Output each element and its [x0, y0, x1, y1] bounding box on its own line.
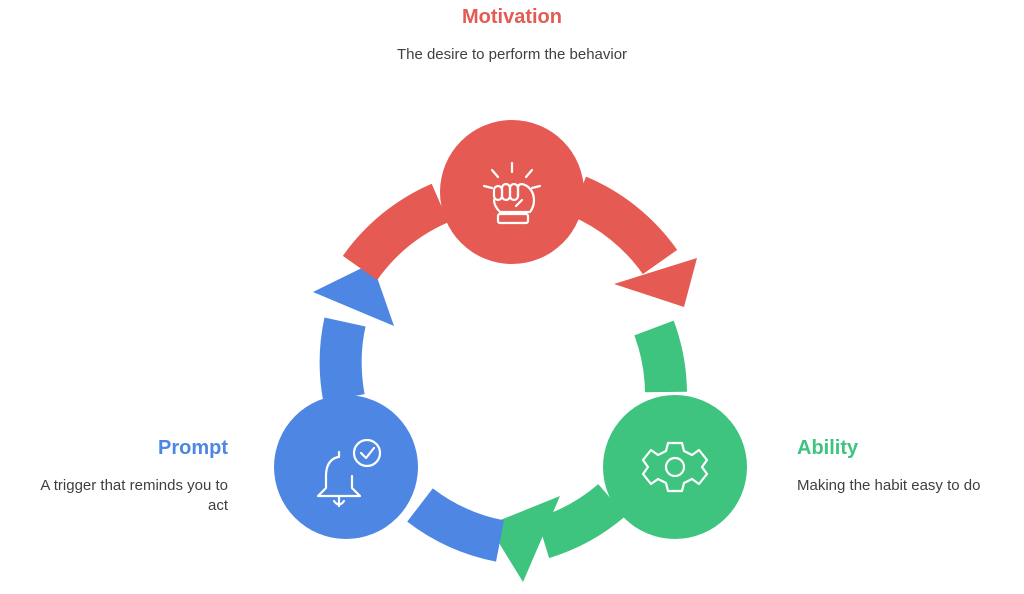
prompt-node: [274, 395, 418, 539]
gear-icon: [641, 441, 709, 493]
ability-title: Ability: [797, 437, 859, 459]
arrow-motivation-tail: [342, 183, 449, 281]
prompt-title: Prompt: [158, 437, 228, 459]
motivation-title: Motivation: [462, 6, 562, 28]
bell-check-icon: [316, 438, 382, 508]
arrow-ability-to-prompt: [488, 320, 687, 582]
raised-fist-icon: [482, 161, 542, 225]
prompt-description: A trigger that reminds you to act: [40, 477, 228, 514]
ability-description: Making the habit easy to do: [797, 477, 981, 494]
motivation-node: [440, 120, 584, 264]
arrow-prompt-to-motivation: [313, 263, 505, 562]
ability-node: [603, 395, 747, 539]
motivation-description: The desire to perform the behavior: [396, 46, 628, 63]
arrow-motivation-to-ability: [569, 176, 697, 307]
